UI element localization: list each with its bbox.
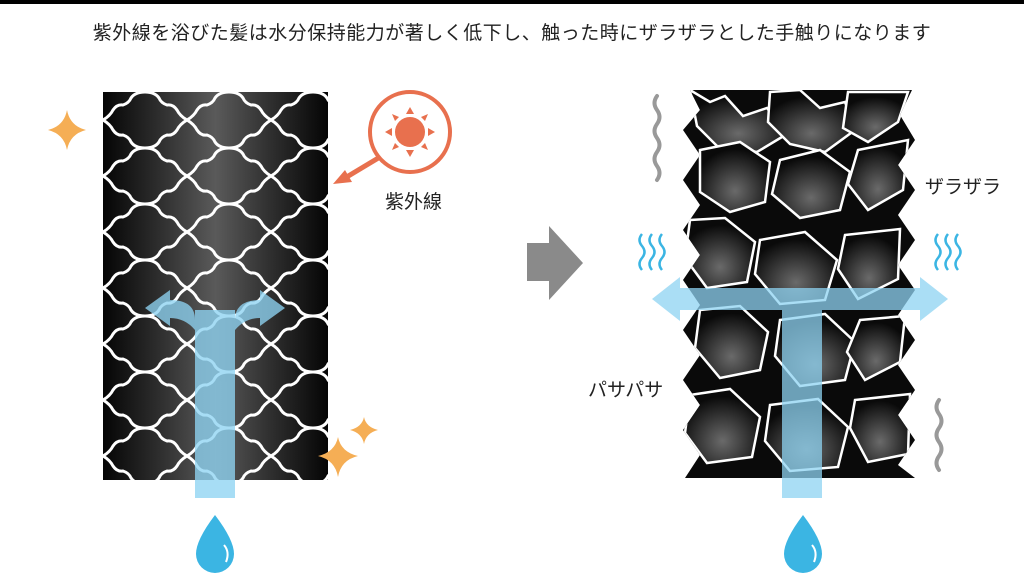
- sparkle-icon: [318, 437, 358, 477]
- damaged-hair-panel: [638, 90, 962, 573]
- healthy-hair-panel: [48, 90, 452, 573]
- roughness-squiggle-icon: [934, 398, 944, 472]
- hair-strand-damaged: [683, 90, 915, 478]
- rough-label: ザラザラ: [925, 176, 1002, 198]
- uv-sun-icon: [333, 90, 452, 184]
- dry-label: パサパサ: [588, 379, 664, 401]
- sparkle-icon: [48, 110, 86, 150]
- water-loss-arrow: [652, 277, 948, 498]
- transition-arrow-icon: [527, 226, 583, 300]
- water-drop-icon: [784, 515, 822, 573]
- page-title: 紫外線を浴びた髪は水分保持能力が著しく低下し、触った時にザラザラとした手触りにな…: [92, 22, 932, 44]
- evaporation-lines-left: [638, 233, 666, 271]
- sparkle-icon: [350, 417, 378, 444]
- evaporation-lines-right: [934, 233, 962, 271]
- roughness-squiggle-icon: [652, 94, 662, 182]
- uv-label: 紫外線: [385, 191, 443, 213]
- top-border: [0, 0, 1024, 4]
- water-retention-arrow: [145, 290, 285, 498]
- water-drop-icon: [196, 515, 234, 573]
